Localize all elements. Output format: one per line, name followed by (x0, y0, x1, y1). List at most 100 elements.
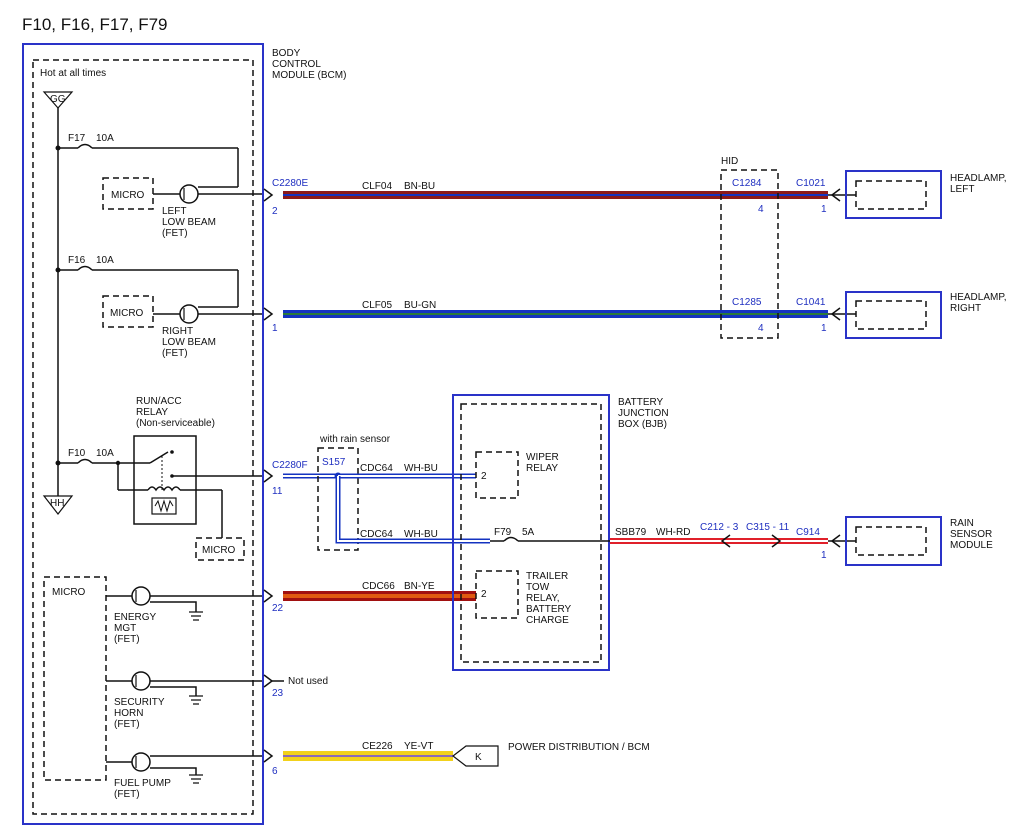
hid-label: HID (721, 156, 738, 167)
wiper-relay-pin: 2 (481, 471, 487, 482)
cdc66-wire-stripe (283, 594, 476, 598)
security-ground-icon (189, 695, 203, 705)
connector-c2280e: C2280E 2 1 (263, 178, 308, 334)
c914-pin: 1 (821, 550, 827, 561)
diagram-title: F10, F16, F17, F79 (22, 15, 168, 34)
headlamp-right-group: C1041 1 HEADLAMP,RIGHT (796, 291, 1007, 339)
c1021-label: C1021 (796, 178, 826, 189)
cdc66-color: BN-YE (404, 581, 435, 592)
ce226-color: YE-VT (404, 741, 433, 752)
lower-micro-box (43, 576, 107, 781)
right-micro-label: MICRO (110, 308, 144, 319)
power-distribution-label: POWER DISTRIBUTION / BCM (508, 742, 650, 753)
c212-label: C212 - 3 (700, 522, 739, 533)
fuel-pump-fet-label: FUEL PUMP(FET) (114, 778, 171, 800)
cdc64b-color: WH-BU (404, 529, 438, 540)
energy-ground-wire (150, 601, 197, 612)
relay-nc-contact-dot (170, 450, 174, 454)
pin-22: 22 (272, 603, 284, 614)
c2280f-label: C2280F (272, 460, 308, 471)
c315-chevron-icon (771, 534, 782, 548)
c1041-label: C1041 (796, 297, 826, 308)
wire-clf04: CLF04 BN-BU (283, 181, 828, 199)
f17-rating: 10A (96, 133, 114, 144)
sbb79-color: WH-RD (656, 527, 690, 538)
bcm-inner-frame (32, 59, 254, 815)
sbb79-circuit: SBB79 (615, 527, 647, 538)
not-used-label: Not used (288, 676, 328, 687)
fuel-ground-icon (189, 774, 203, 784)
rain-sensor-box (845, 516, 942, 566)
clf04-circuit: CLF04 (362, 181, 392, 192)
wire-clf05-stripe (283, 313, 828, 315)
clf05-color: BU-GN (404, 300, 436, 311)
ce226-circuit: CE226 (362, 741, 393, 752)
headlamp-left-label: HEADLAMP,LEFT (950, 173, 1007, 195)
security-horn-fet-icon (131, 671, 151, 691)
clf05-circuit: CLF05 (362, 300, 392, 311)
headlamp-right-label: HEADLAMP,RIGHT (950, 292, 1007, 314)
trailer-tow-relay-pin: 2 (481, 589, 487, 600)
left-micro-label: MICRO (111, 190, 145, 201)
run-acc-relay-box (133, 435, 197, 525)
bjb-outer-frame (452, 394, 610, 671)
pin22-chevron-icon (263, 589, 274, 603)
relay-resistor-box (151, 497, 177, 515)
c2280e-pin-right: 1 (272, 323, 278, 334)
c2280e-pin2-chevron-icon (263, 188, 274, 202)
headlamp-right-chevron-icon (830, 307, 841, 321)
f79-name: F79 (494, 527, 512, 538)
hh-label: HH (50, 498, 64, 509)
c1041-pin: 1 (821, 323, 827, 334)
relay-micro-box (195, 537, 245, 561)
s157-label: S157 (322, 457, 346, 468)
cdc66-circuit: CDC66 (362, 581, 395, 592)
headlamp-left-group: C1021 1 HEADLAMP,LEFT (796, 170, 1007, 219)
rain-sensor-inner (855, 526, 927, 556)
c2280e-pin-left: 2 (272, 206, 278, 217)
gg-bus-terminal-icon (42, 91, 74, 109)
wire-clf04-stripe (283, 194, 828, 196)
headlamp-right-box (845, 291, 942, 339)
right-low-beam-fet-icon (179, 304, 199, 324)
c1021-pin: 1 (821, 204, 827, 215)
headlamp-left-inner (855, 180, 927, 210)
bcm-outer-frame (22, 43, 264, 825)
energy-mgt-fet-icon (131, 586, 151, 606)
hid-box (720, 169, 779, 339)
c1285-pin: 4 (758, 323, 764, 334)
wire-cdc66: 22 CDC66 BN-YE (263, 581, 476, 614)
cdc64a-circuit: CDC64 (360, 463, 393, 474)
fuel-pump-fet-icon (131, 752, 151, 772)
wiper-relay-box (475, 451, 519, 499)
bjb-inner-frame (460, 403, 602, 663)
f10-fuse-icon (77, 458, 93, 464)
pin-11: 11 (272, 486, 283, 497)
f17-name: F17 (68, 133, 86, 144)
hh-bus-terminal-icon (42, 495, 74, 515)
gg-label: GG (50, 94, 66, 105)
rain-sensor-chevron-icon (830, 534, 841, 548)
c315-label: C315 - 11 (746, 522, 790, 533)
pin-23: 23 (272, 688, 284, 699)
c2280e-pin1-chevron-icon (263, 307, 274, 321)
trailer-tow-relay-box (475, 570, 519, 619)
c914-label: C914 (796, 527, 820, 538)
relay-coil-icon (147, 486, 181, 492)
wire-sbb79: SBB79 WH-RD C212 - 3 C315 - 11 C914 1 (610, 522, 828, 561)
cdc64b-circuit: CDC64 (360, 529, 393, 540)
k-connector-icon (452, 745, 499, 767)
f17-fuse-icon (77, 143, 93, 149)
relay-micro-label: MICRO (202, 545, 236, 556)
wire-ce226: 6 CE226 YE-VT K POWER DISTRIBUTION / BCM (263, 741, 650, 777)
f16-rating: 10A (96, 255, 114, 266)
energy-ground-icon (189, 611, 203, 621)
left-low-beam-fet-icon (179, 184, 199, 204)
f10-name: F10 (68, 448, 86, 459)
lower-micro-label: MICRO (52, 587, 86, 598)
pin6-chevron-icon (263, 749, 274, 763)
